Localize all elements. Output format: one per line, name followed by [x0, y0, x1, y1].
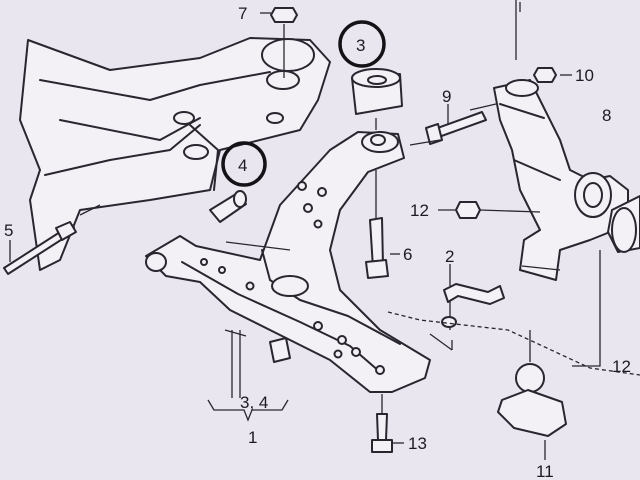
callout-13: 13: [408, 434, 427, 453]
callout-8: 8: [602, 106, 611, 125]
ball-joint-11: [497, 330, 567, 460]
leader-lines: [387, 139, 640, 376]
bushing-3: [351, 68, 403, 130]
callout-3-circled: 3: [356, 36, 365, 55]
callout-1: 1: [248, 428, 257, 447]
callout-4-circled: 4: [238, 156, 247, 175]
callout-9: 9: [442, 87, 451, 106]
wheel-hub-12: [572, 195, 640, 367]
circle-mark-4: [221, 141, 267, 187]
steering-knuckle-8: [469, 0, 629, 281]
callout-5: 5: [4, 221, 13, 240]
callout-12-lower: 12: [612, 357, 631, 376]
bolt-13: [371, 394, 404, 453]
callout-12-upper: 12: [410, 201, 429, 220]
callout-6: 6: [403, 245, 412, 264]
nut-7: [260, 7, 298, 78]
control-arm-1: [145, 131, 431, 393]
callout-10: 10: [575, 66, 594, 85]
bolt-6: [365, 170, 400, 279]
bolt-9: [425, 104, 487, 145]
callout-11: 11: [536, 462, 554, 480]
assembly-bracket: [207, 330, 289, 422]
link-2: [429, 264, 505, 351]
callout-7: 7: [238, 4, 247, 23]
nut-12: [438, 201, 541, 219]
bolt-5: [3, 221, 77, 275]
callout-3-4: 3, 4: [240, 393, 268, 412]
callout-2: 2: [445, 247, 454, 266]
nut-10: [533, 67, 572, 83]
bushing-4: [209, 190, 247, 223]
circle-mark-3: [338, 20, 386, 68]
